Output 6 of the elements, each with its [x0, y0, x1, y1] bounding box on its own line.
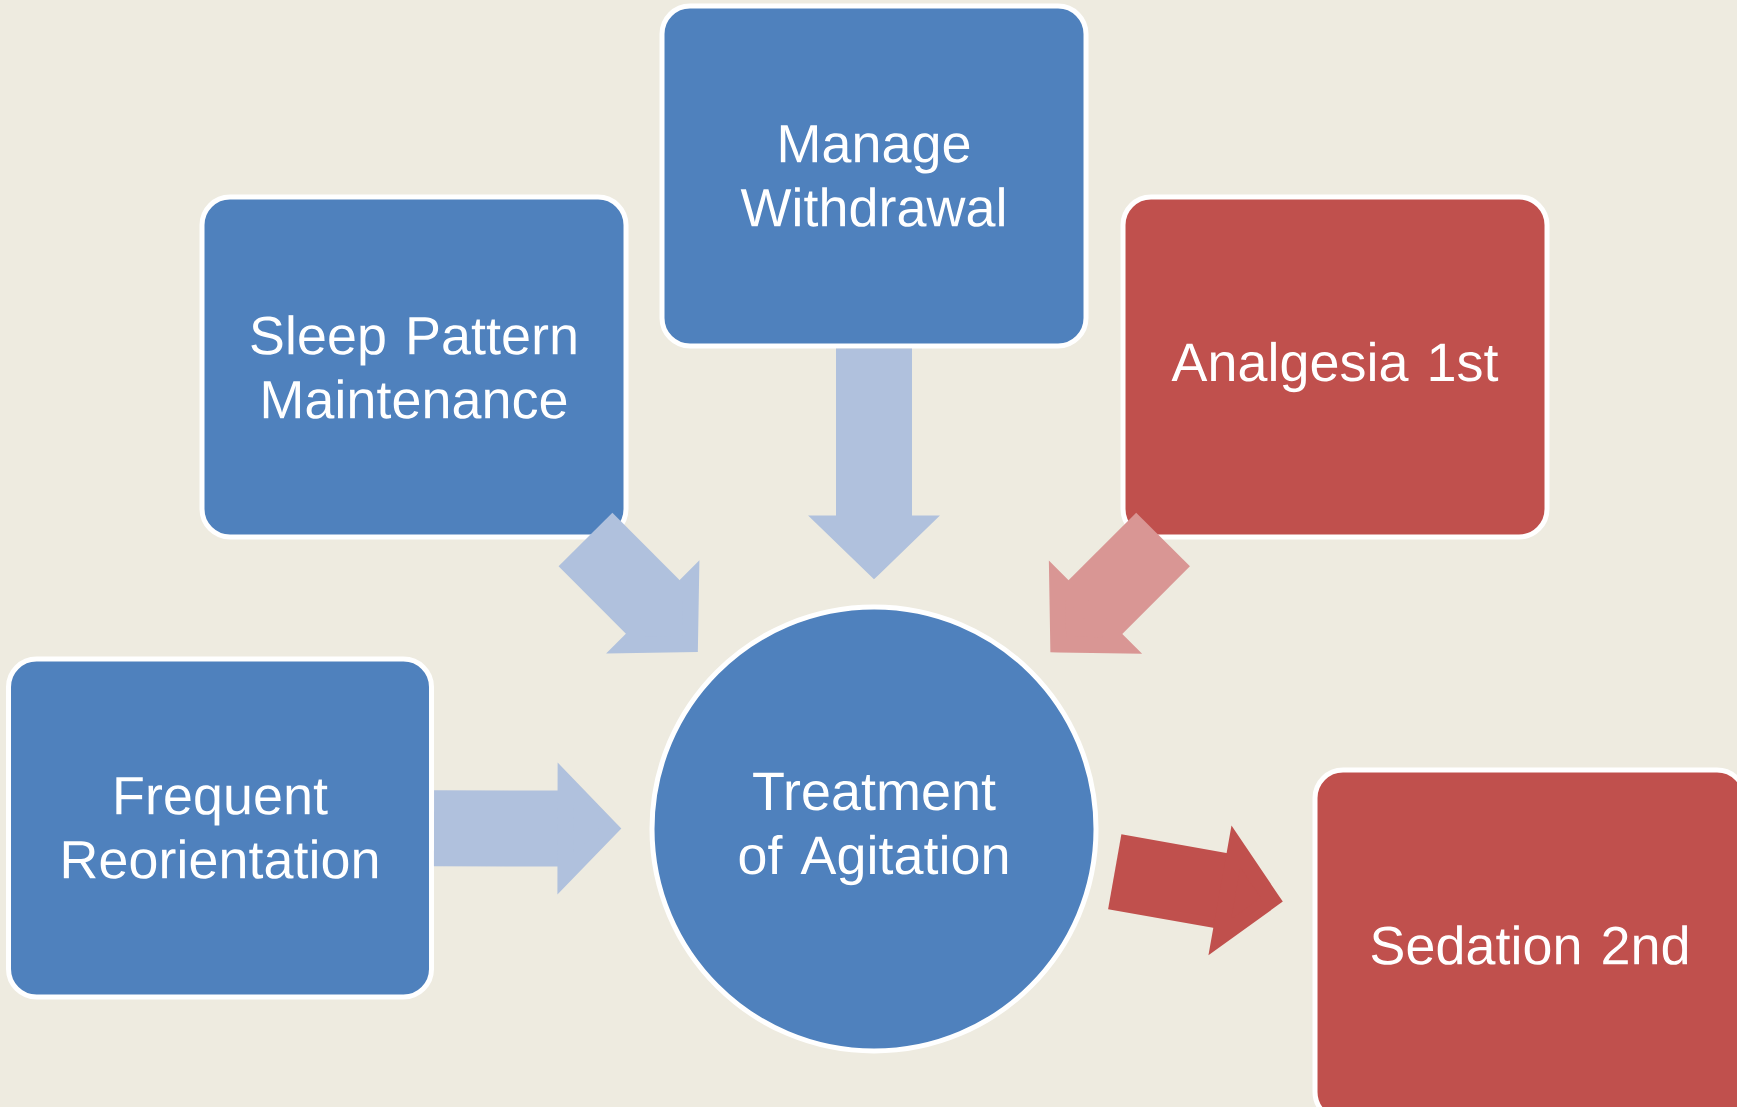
process-box: Sedation 2nd: [1312, 767, 1737, 1107]
process-box: Manage Withdrawal: [659, 3, 1089, 349]
process-box: Frequent Reorientation: [6, 656, 434, 1000]
process-box: Analgesia 1st: [1120, 194, 1550, 540]
process-box: Sleep Pattern Maintenance: [199, 194, 629, 540]
block-arrow: [558, 512, 700, 654]
